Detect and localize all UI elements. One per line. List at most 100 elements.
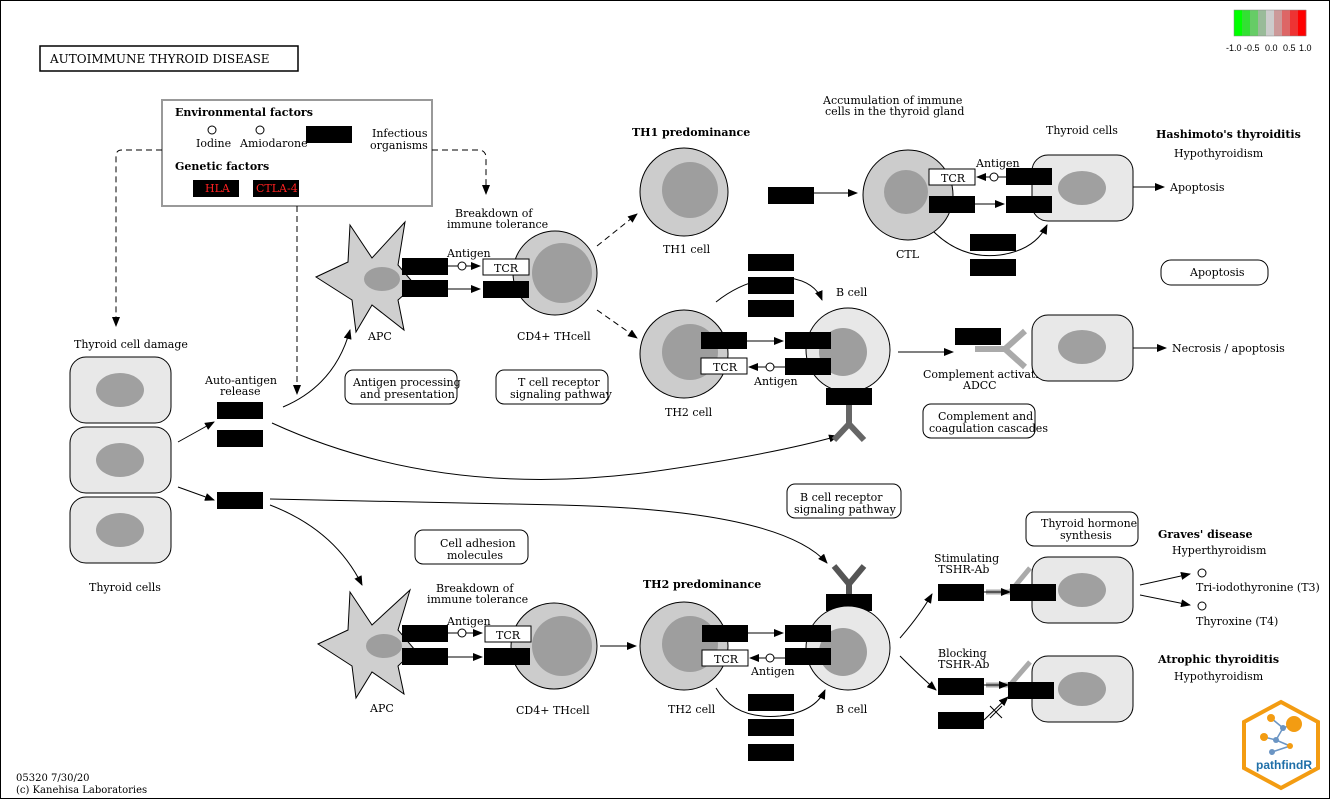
amiodarone-compound[interactable] bbox=[255, 125, 265, 135]
cd40l-gene-upper[interactable] bbox=[701, 332, 747, 349]
tcr-box-1[interactable] bbox=[482, 258, 530, 276]
antigen-compound-th2-upper[interactable] bbox=[765, 362, 775, 372]
graves-label: Graves' disease bbox=[1158, 528, 1252, 541]
perforin-gene-2[interactable] bbox=[970, 259, 1016, 276]
th2-cytokine-gene-2[interactable] bbox=[748, 277, 794, 294]
iodine-compound[interactable] bbox=[207, 125, 217, 135]
pathway-antigen-processing[interactable] bbox=[344, 369, 458, 405]
pathway-thyroid-hormone[interactable] bbox=[1025, 511, 1139, 547]
hashimoto-label: Hashimoto's thyroiditis bbox=[1156, 128, 1301, 141]
pathfindr-logo: pathfindR bbox=[1242, 699, 1320, 791]
th2-cytokine-gene-3[interactable] bbox=[748, 300, 794, 317]
b-cell-upper bbox=[805, 307, 891, 393]
legend-swatch bbox=[1250, 10, 1259, 36]
hyperthyroidism-label: Hyperthyroidism bbox=[1172, 544, 1267, 557]
fas-gene[interactable] bbox=[1006, 196, 1052, 213]
hla-gene-box[interactable] bbox=[193, 180, 239, 197]
antigen-compound-th2-lower[interactable] bbox=[765, 653, 775, 663]
color-legend: -1.0 -0.5 0.0 0.5 1.0 bbox=[1226, 9, 1312, 53]
ctla4-gene-box[interactable] bbox=[253, 180, 299, 197]
tcr-box-th2-upper[interactable] bbox=[700, 357, 748, 375]
th2-lower-cytokine-gene-2[interactable] bbox=[748, 719, 794, 736]
logo-node-6 bbox=[1287, 743, 1293, 749]
legend-swatch bbox=[1274, 10, 1283, 36]
th2-lower-cytokine-gene-3[interactable] bbox=[748, 744, 794, 761]
antigen-label-ctl: Antigen bbox=[975, 157, 1020, 170]
cd4-gene-top[interactable] bbox=[483, 281, 529, 298]
stimulating-tshr-ab-gene[interactable] bbox=[938, 584, 984, 601]
mhc-gene-b-upper[interactable] bbox=[785, 358, 831, 375]
ctl-gene[interactable] bbox=[929, 196, 975, 213]
th1-predominance-label: TH1 predominance bbox=[632, 126, 750, 139]
antibody-gene-lower[interactable] bbox=[826, 594, 872, 611]
auto-antigen-gene-2[interactable] bbox=[217, 430, 263, 447]
tcr-label-th2-lower: TCR bbox=[714, 653, 739, 666]
pathway-tcr-signaling[interactable] bbox=[495, 369, 609, 405]
antigen-label-th2-upper: Antigen bbox=[753, 375, 798, 388]
legend-tick-5: 1.0 bbox=[1299, 43, 1312, 53]
th1-cytokine-gene[interactable] bbox=[768, 187, 814, 204]
antigen-compound-2[interactable] bbox=[457, 628, 467, 638]
thyroid-antigen-gene[interactable] bbox=[1006, 168, 1052, 185]
apc-label-bottom: APC bbox=[369, 702, 394, 715]
pathway-antigen-processing-1: Antigen processing bbox=[352, 376, 461, 389]
breakdown-label-1b: immune tolerance bbox=[447, 218, 548, 231]
tcr-box-2[interactable] bbox=[484, 625, 532, 643]
title-box bbox=[39, 45, 299, 72]
tshr-gene-graves[interactable] bbox=[1010, 584, 1056, 601]
legend-swatch bbox=[1242, 10, 1251, 36]
auto-antigen-gene-1[interactable] bbox=[217, 402, 263, 419]
blocking-tshr-ab-gene[interactable] bbox=[938, 678, 984, 695]
legend-tick-1: -1.0 bbox=[1226, 43, 1242, 53]
perforin-gene-1[interactable] bbox=[970, 234, 1016, 251]
legend-swatch bbox=[1290, 10, 1299, 36]
antigen-compound-ctl[interactable] bbox=[989, 172, 999, 182]
thyroid-nucleus-atrophic bbox=[1058, 672, 1106, 706]
mhc-gene-top-1[interactable] bbox=[402, 258, 448, 275]
infectious-gene-box[interactable] bbox=[306, 126, 352, 143]
logo-hexagon bbox=[1242, 699, 1320, 791]
t3-compound[interactable] bbox=[1197, 568, 1207, 578]
hypothyroidism-label-2: Hypothyroidism bbox=[1174, 670, 1264, 683]
t4-compound[interactable] bbox=[1197, 601, 1207, 611]
pathway-apoptosis[interactable] bbox=[1160, 259, 1269, 286]
mhc-gene-top-2[interactable] bbox=[402, 280, 448, 297]
pathway-cell-adhesion[interactable] bbox=[414, 529, 529, 565]
thyroid-nucleus-3 bbox=[96, 513, 144, 547]
legend-tick-2: -0.5 bbox=[1244, 43, 1260, 53]
logo-node-3 bbox=[1280, 725, 1286, 731]
complement-gene[interactable] bbox=[955, 328, 1001, 345]
pathway-complement[interactable] bbox=[922, 403, 1036, 439]
blocking-label-1: Blocking bbox=[938, 647, 987, 660]
cd40-gene-upper[interactable] bbox=[785, 332, 831, 349]
logo-text: pathfindR bbox=[1256, 758, 1312, 772]
th2-lower-cytokine-gene-1[interactable] bbox=[748, 694, 794, 711]
breakdown-label-1a: Breakdown of bbox=[455, 207, 533, 220]
mhc-gene-b-lower[interactable] bbox=[785, 648, 831, 665]
infectious-label-2: organisms bbox=[370, 139, 428, 152]
cd4-tcell-top: CD4+ THcell bbox=[512, 230, 598, 343]
block-x-mark bbox=[989, 705, 1003, 719]
mhc-gene-bottom-1[interactable] bbox=[402, 625, 448, 642]
tcr-box-th2-lower[interactable] bbox=[701, 649, 749, 667]
tshr-gene-atrophic[interactable] bbox=[1008, 682, 1054, 699]
dashed-connectors bbox=[112, 149, 638, 395]
antibody-gene-upper[interactable] bbox=[826, 388, 872, 405]
solid-arrows bbox=[177, 183, 1191, 717]
thyroid-cells-top-label: Thyroid cells bbox=[1046, 124, 1118, 137]
mhc-gene-bottom-2[interactable] bbox=[402, 648, 448, 665]
pathway-bcr-signaling[interactable] bbox=[786, 483, 902, 519]
accumulation-label-2: cells in the thyroid gland bbox=[825, 105, 964, 118]
th2-cytokine-gene-1[interactable] bbox=[748, 254, 794, 271]
cd40l-gene-lower[interactable] bbox=[702, 625, 748, 642]
antigen-compound-1[interactable] bbox=[457, 261, 467, 271]
tsh-gene-blocked[interactable] bbox=[938, 712, 984, 729]
auto-antigen-gene-3[interactable] bbox=[217, 492, 263, 509]
tcr-label-ctl: TCR bbox=[941, 172, 966, 185]
pathway-bcr-signaling-1: B cell receptor bbox=[800, 491, 883, 504]
genetic-factors-header: Genetic factors bbox=[175, 160, 269, 173]
tcr-box-ctl[interactable] bbox=[928, 168, 976, 186]
cd4-gene-bottom[interactable] bbox=[484, 648, 530, 665]
cd40-gene-lower[interactable] bbox=[785, 625, 831, 642]
